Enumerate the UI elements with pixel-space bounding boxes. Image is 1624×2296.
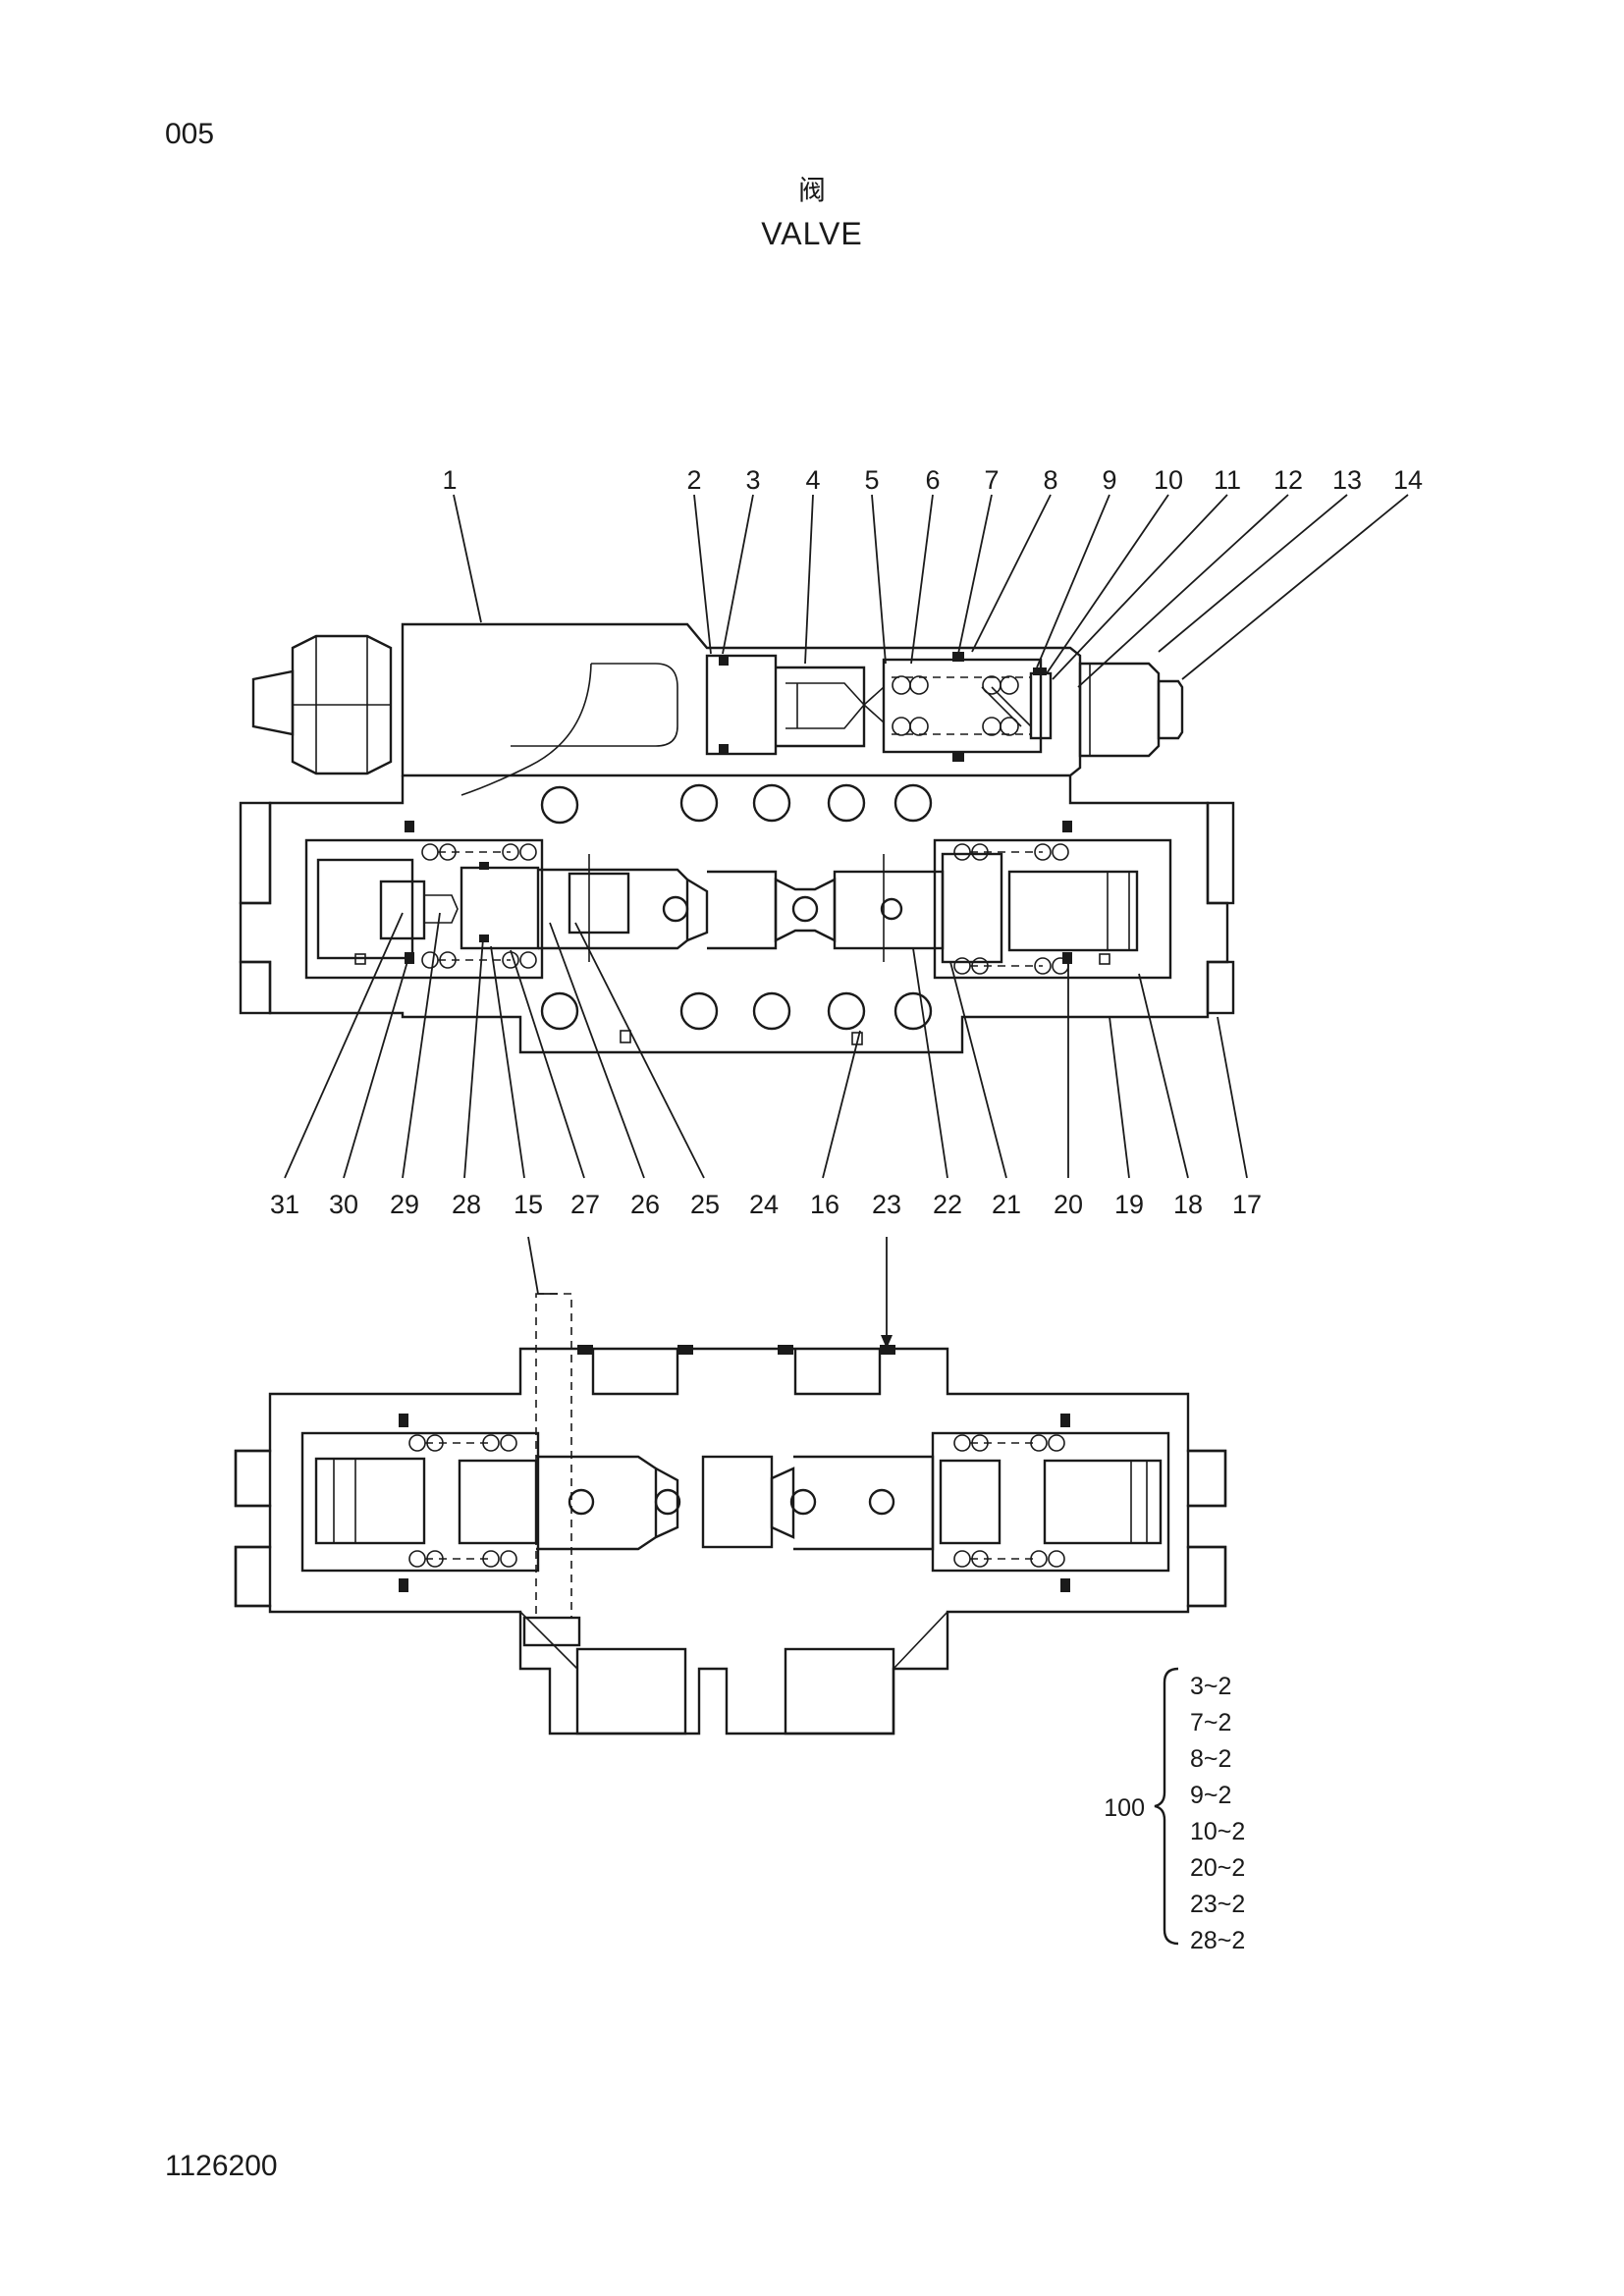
lower-valve-view	[234, 1293, 1227, 1735]
callout-labels-top: 1 2 3 4 5 6 7 8 9 10 11 12 13 14	[442, 465, 1423, 495]
repair-kit-label: 100	[1104, 1794, 1145, 1822]
repair-kit-item-8: 28~2	[1190, 1927, 1245, 1954]
callout-26: 26	[630, 1190, 660, 1219]
left-spring	[421, 843, 537, 969]
callout-3: 3	[745, 465, 760, 495]
callout-27: 27	[570, 1190, 600, 1219]
callout-12: 12	[1273, 465, 1303, 495]
repair-kit-item-1: 3~2	[1190, 1673, 1231, 1700]
callout-7: 7	[984, 465, 999, 495]
callout-24: 24	[749, 1190, 779, 1219]
repair-kit-item-5: 10~2	[1190, 1818, 1245, 1845]
callout-18: 18	[1173, 1190, 1203, 1219]
callout-5: 5	[864, 465, 879, 495]
callout-17: 17	[1232, 1190, 1262, 1219]
callout-labels-bottom: 31 30 29 28 27 26 25 24 16 22 21 20 19 1…	[270, 1190, 1262, 1219]
repair-kit-item-3: 8~2	[1190, 1745, 1231, 1773]
upper-valve-view	[239, 622, 1235, 1054]
leader-lines-bottom	[284, 912, 1248, 1179]
callout-22: 22	[933, 1190, 962, 1219]
callout-2: 2	[686, 465, 701, 495]
callout-14: 14	[1393, 465, 1423, 495]
callout-13: 13	[1332, 465, 1362, 495]
lower-springs	[408, 1434, 1065, 1568]
callout-21: 21	[992, 1190, 1021, 1219]
callout-25: 25	[690, 1190, 720, 1219]
callout-6: 6	[925, 465, 940, 495]
callout-31: 31	[270, 1190, 299, 1219]
callout-16: 16	[810, 1190, 839, 1219]
callout-8: 8	[1043, 465, 1057, 495]
callout-30: 30	[329, 1190, 358, 1219]
repair-kit-item-6: 20~2	[1190, 1854, 1245, 1882]
gallery-holes	[540, 783, 933, 1031]
right-spring	[953, 843, 1069, 975]
title-chinese: 阀	[797, 174, 826, 206]
callout-23: 23	[872, 1190, 901, 1219]
callout-9: 9	[1102, 465, 1116, 495]
repair-kit-item-7: 23~2	[1190, 1891, 1245, 1918]
callout-10: 10	[1154, 465, 1183, 495]
callout-11: 11	[1214, 465, 1241, 495]
callout-1: 1	[442, 465, 457, 495]
leader-lines-top	[453, 494, 1409, 688]
page-number: 005	[165, 118, 215, 150]
callout-15: 15	[514, 1190, 543, 1219]
repair-kit-list: 100 3~2 7~2 8~2 9~2 10~2 20~2 23~2 28~2	[1104, 1667, 1245, 1954]
callout-20: 20	[1054, 1190, 1083, 1219]
callout-29: 29	[390, 1190, 419, 1219]
callout-labels-lower-view: 15 23	[514, 1190, 901, 1349]
callout-28: 28	[452, 1190, 481, 1219]
title-english: VALVE	[761, 216, 863, 251]
repair-kit-item-4: 9~2	[1190, 1782, 1231, 1809]
repair-kit-item-2: 7~2	[1190, 1709, 1231, 1736]
callout-4: 4	[805, 465, 820, 495]
callout-19: 19	[1114, 1190, 1144, 1219]
document-number: 1126200	[165, 2150, 278, 2182]
